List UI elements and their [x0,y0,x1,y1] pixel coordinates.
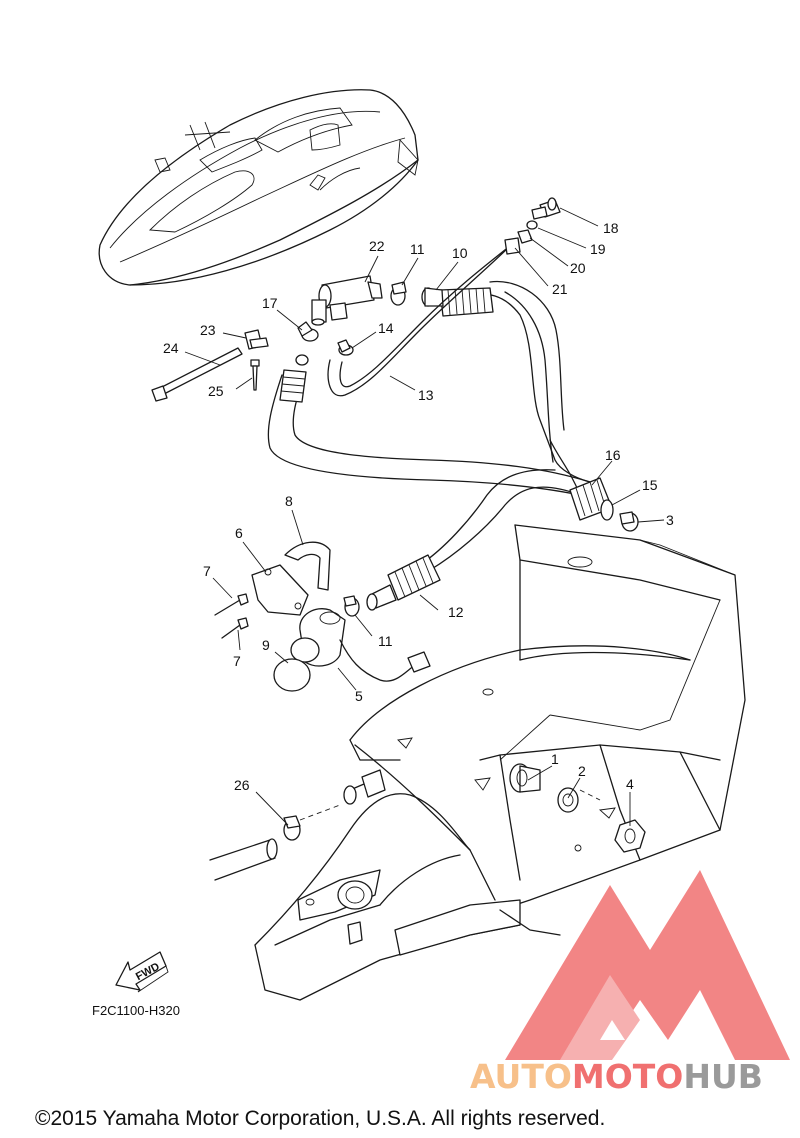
callout-7-lower: 7 [233,653,241,669]
callout-4: 4 [626,776,634,792]
part-9-cover [273,658,311,692]
callout-25: 25 [208,383,224,399]
callout-7-upper: 7 [203,563,211,579]
part-5-bilge-pump [290,608,431,682]
watermark-part-hub: HUB [683,1057,763,1096]
watermark-part-auto: AUTO [470,1057,572,1096]
clamp-11-upper [390,281,407,306]
callout-11-lower: 11 [378,633,393,649]
callout-11-upper: 11 [410,241,425,257]
bellows-12 [366,554,441,611]
part-4-nut [614,819,646,853]
callout-23: 23 [200,322,216,338]
part-7-screw-upper [214,593,249,616]
part-2-washer [557,787,579,813]
fwd-label: FWD [134,961,162,983]
part-8-bracket [284,541,331,591]
callout-22: 22 [369,238,385,254]
clamp-11-lower [343,595,360,617]
bellows-left [279,354,309,403]
copyright-notice: ©2015 Yamaha Motor Corporation, U.S.A. A… [35,1107,605,1130]
callout-18: 18 [603,220,619,236]
clamp-17 [297,321,319,342]
part-22-valve [311,275,383,326]
callout-13: 13 [418,387,434,403]
callout-9: 9 [262,637,270,653]
callout-24: 24 [163,340,179,356]
hull-outline [209,524,746,1001]
callout-26: 26 [234,777,250,793]
part-23-holder [244,329,269,350]
hose-13 [327,247,509,397]
callout-17: 17 [262,295,278,311]
clamp-26 [283,815,301,841]
callout-14: 14 [378,320,394,336]
callout-6: 6 [235,525,243,541]
diagram-code: F2C1100-H320 [92,1003,180,1018]
watermark-text: AUTOMOTOHUB [470,1057,763,1096]
watercraft-illustration [98,89,419,286]
part-6-bracket [251,564,309,616]
fwd-arrow-icon: FWD [115,951,169,993]
part-18-fitting [531,197,561,220]
leader-lines [184,207,665,826]
callout-8: 8 [285,493,293,509]
callout-15: 15 [642,477,658,493]
automotohub-logo [505,870,790,1060]
bellows-16 [569,477,614,521]
callout-1: 1 [551,751,559,767]
part-7-screw-lower [221,617,249,639]
callout-5: 5 [355,688,363,704]
part-24-cable-tie [151,347,243,402]
callout-16: 16 [605,447,621,463]
callout-19: 19 [590,241,606,257]
clamp-14 [337,339,354,356]
part-1-fitting [509,763,541,793]
callout-12: 12 [448,604,464,620]
bellows-upper [421,287,494,317]
part-25-rivet [250,359,260,391]
callout-2: 2 [578,763,586,779]
part-19-washer [526,220,538,230]
callout-labels: 18 19 20 21 22 11 10 17 14 23 24 25 13 1… [163,220,674,793]
callout-10: 10 [452,245,468,261]
callout-20: 20 [570,260,586,276]
exhaust-hose [267,280,614,611]
callout-21: 21 [552,281,568,297]
clamp-3 [619,511,639,532]
callout-3: 3 [666,512,674,528]
watermark-part-moto: MOTO [572,1057,683,1096]
part-20-nut [517,229,533,244]
